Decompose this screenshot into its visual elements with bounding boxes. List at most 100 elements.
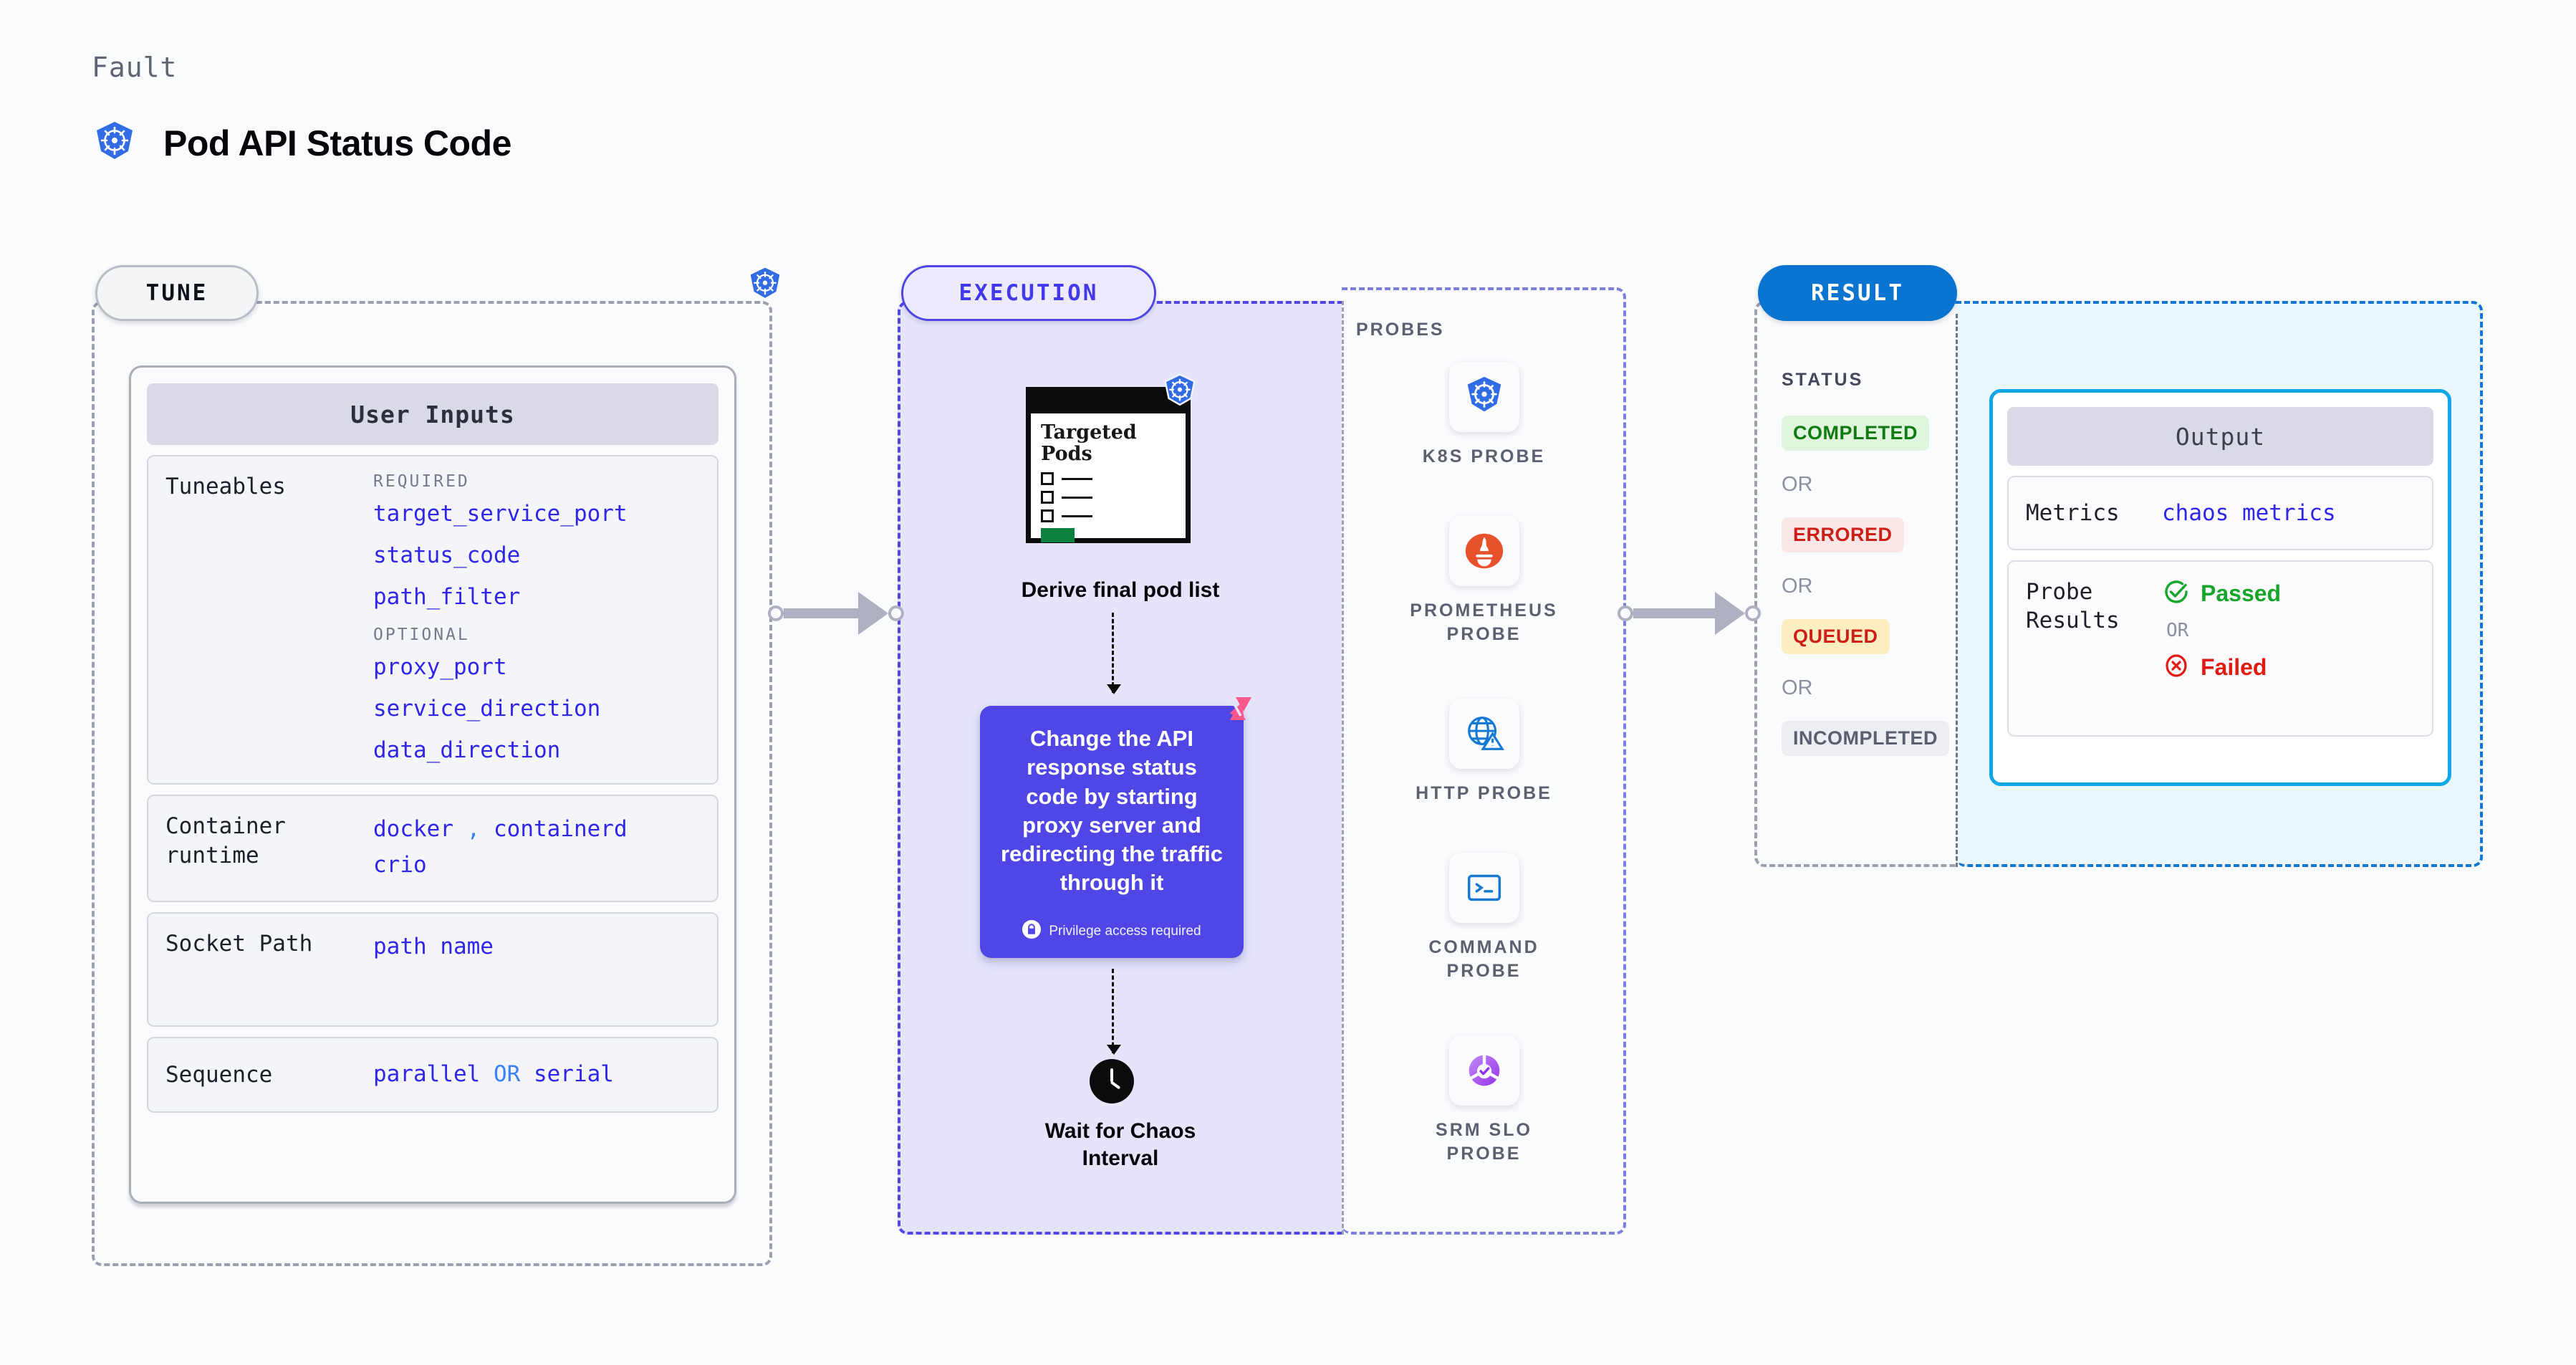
probe-command-label-line1: COMMAND <box>1428 937 1539 957</box>
probe-http[interactable]: HTTP PROBE <box>1342 699 1626 805</box>
checkbox-icon <box>1041 509 1054 523</box>
connector-arrowhead <box>1715 592 1745 635</box>
runtime-docker[interactable]: docker <box>373 816 453 842</box>
container-runtime-label: Container runtime <box>165 813 286 868</box>
probe-prometheus-label-line1: PROMETHEUS <box>1410 600 1558 621</box>
status-or-1: OR <box>1782 473 1813 496</box>
targeted-pods-card: Targeted Pods <box>1026 387 1191 543</box>
status-badge-completed: COMPLETED <box>1782 416 1930 451</box>
tune-panel <box>92 301 772 1266</box>
lock-icon <box>1022 920 1042 942</box>
sequence-label: Sequence <box>165 1061 273 1088</box>
probe-command[interactable]: COMMAND PROBE <box>1342 853 1626 983</box>
page-title-row: Pod API Status Code <box>92 120 511 166</box>
stage-pill-result[interactable]: RESULT <box>1758 265 1957 321</box>
placeholder-line <box>1062 477 1092 480</box>
probes-heading: PROBES <box>1356 320 1445 340</box>
sequence-values: parallel OR serial <box>373 1057 700 1093</box>
probe-results-row: Probe Results Passed OR <box>2007 560 2433 737</box>
pods-card-title-line2: Pods <box>1041 443 1092 466</box>
pods-card-titlebar <box>1031 392 1186 413</box>
metrics-row: Metrics chaos metrics <box>2007 476 2433 550</box>
status-badge-errored: ERRORED <box>1782 517 1904 552</box>
metrics-value[interactable]: chaos metrics <box>2162 500 2336 526</box>
status-badge-queued: QUEUED <box>1782 619 1890 654</box>
result-inner-divider <box>1956 314 1958 867</box>
flow-arrow-down-2 <box>1107 969 1121 1055</box>
connector-tune-to-execution <box>768 592 904 635</box>
tuneable-path-filter[interactable]: path_filter <box>373 584 521 610</box>
probe-k8s[interactable]: K8S PROBE <box>1342 362 1626 469</box>
action-card-text: Change the API response status code by s… <box>1000 726 1224 896</box>
derive-pod-list-caption: Derive final pod list <box>1021 578 1220 602</box>
runtime-crio[interactable]: crio <box>373 851 427 878</box>
probe-http-label: HTTP PROBE <box>1416 783 1552 803</box>
socket-path-value[interactable]: path name <box>373 934 494 959</box>
fault-eyebrow: Fault <box>92 52 178 83</box>
container-runtime-section: Container runtime docker , containerd cr… <box>147 795 719 902</box>
probe-prometheus-label: PROMETHEUS PROBE <box>1410 599 1557 646</box>
connector-bar <box>1633 608 1716 618</box>
pods-card-title-line1: Targeted <box>1041 421 1137 444</box>
tuneable-proxy-port[interactable]: proxy_port <box>373 654 507 680</box>
clock-icon <box>1090 1059 1134 1103</box>
list-item <box>1041 509 1176 523</box>
probe-results-label-line2: Results <box>2026 608 2120 634</box>
tuneable-service-direction[interactable]: service_direction <box>373 696 601 722</box>
placeholder-line <box>1062 514 1092 517</box>
probe-command-label: COMMAND PROBE <box>1428 936 1539 983</box>
tuneables-section: Tuneables REQUIRED target_service_port s… <box>147 455 719 785</box>
socket-path-label: Socket Path <box>165 931 313 957</box>
x-circle-icon <box>2162 651 2191 684</box>
probe-results-values: Passed OR Failed <box>2162 578 2281 719</box>
probe-failed-label: Failed <box>2201 654 2267 680</box>
connector-dot <box>1745 605 1761 621</box>
pods-progress-bar <box>1041 528 1075 543</box>
status-or-3: OR <box>1782 676 1813 699</box>
tuneables-required-label: REQUIRED <box>373 472 470 491</box>
probe-passed-label: Passed <box>2201 580 2282 606</box>
sequence-serial[interactable]: serial <box>533 1061 614 1088</box>
pods-checklist <box>1041 472 1176 523</box>
tuneables-label: Tuneables <box>165 474 286 499</box>
http-globe-icon <box>1448 699 1519 769</box>
flow-arrow-down-1 <box>1107 613 1121 694</box>
connector-bar <box>784 608 860 618</box>
probe-result-passed: Passed <box>2162 578 2281 610</box>
page-title: Pod API Status Code <box>163 123 511 163</box>
probe-results-or: OR <box>2166 620 2189 641</box>
output-card: Output Metrics chaos metrics Probe Resul… <box>1989 389 2451 786</box>
connector-dot <box>1618 605 1633 621</box>
wait-caption-line2: Interval <box>1082 1146 1159 1170</box>
container-runtime-values-line1: docker , containerd <box>373 812 700 848</box>
stage-pill-execution[interactable]: EXECUTION <box>901 265 1156 321</box>
connector-dot <box>768 605 784 621</box>
probe-prometheus[interactable]: PROMETHEUS PROBE <box>1342 516 1626 646</box>
probe-srm-slo-label: SRM SLO PROBE <box>1436 1119 1532 1166</box>
stage-pill-tune[interactable]: TUNE <box>95 265 259 321</box>
connector-dot <box>888 605 904 621</box>
status-heading: STATUS <box>1782 370 1864 390</box>
probe-k8s-label: K8S PROBE <box>1422 446 1546 466</box>
list-item <box>1041 472 1176 486</box>
action-card: Change the API response status code by s… <box>980 706 1244 958</box>
runtime-containerd[interactable]: containerd <box>494 816 628 842</box>
probe-command-label-line2: PROBE <box>1446 961 1522 981</box>
runtime-separator: , <box>466 816 481 842</box>
sequence-section: Sequence parallel OR serial <box>147 1037 719 1113</box>
status-badge-incompleted: INCOMPLETED <box>1782 721 1950 756</box>
tuneable-target-service-port[interactable]: target_service_port <box>373 501 628 527</box>
probe-results-label: Probe Results <box>2026 578 2162 719</box>
connector-execution-to-result <box>1618 592 1761 635</box>
probe-srm-slo[interactable]: SRM SLO PROBE <box>1342 1035 1626 1166</box>
probe-srm-label-line1: SRM SLO <box>1436 1120 1532 1140</box>
terminal-icon <box>1448 853 1519 923</box>
kubernetes-icon <box>1448 362 1519 432</box>
litmus-logo-icon <box>1214 693 1254 737</box>
wait-interval-caption: Wait for Chaos Interval <box>898 1118 1343 1172</box>
tuneable-status-code[interactable]: status_code <box>373 542 521 568</box>
sequence-parallel[interactable]: parallel <box>373 1061 481 1088</box>
tuneable-data-direction[interactable]: data_direction <box>373 737 561 763</box>
placeholder-line <box>1062 496 1092 499</box>
